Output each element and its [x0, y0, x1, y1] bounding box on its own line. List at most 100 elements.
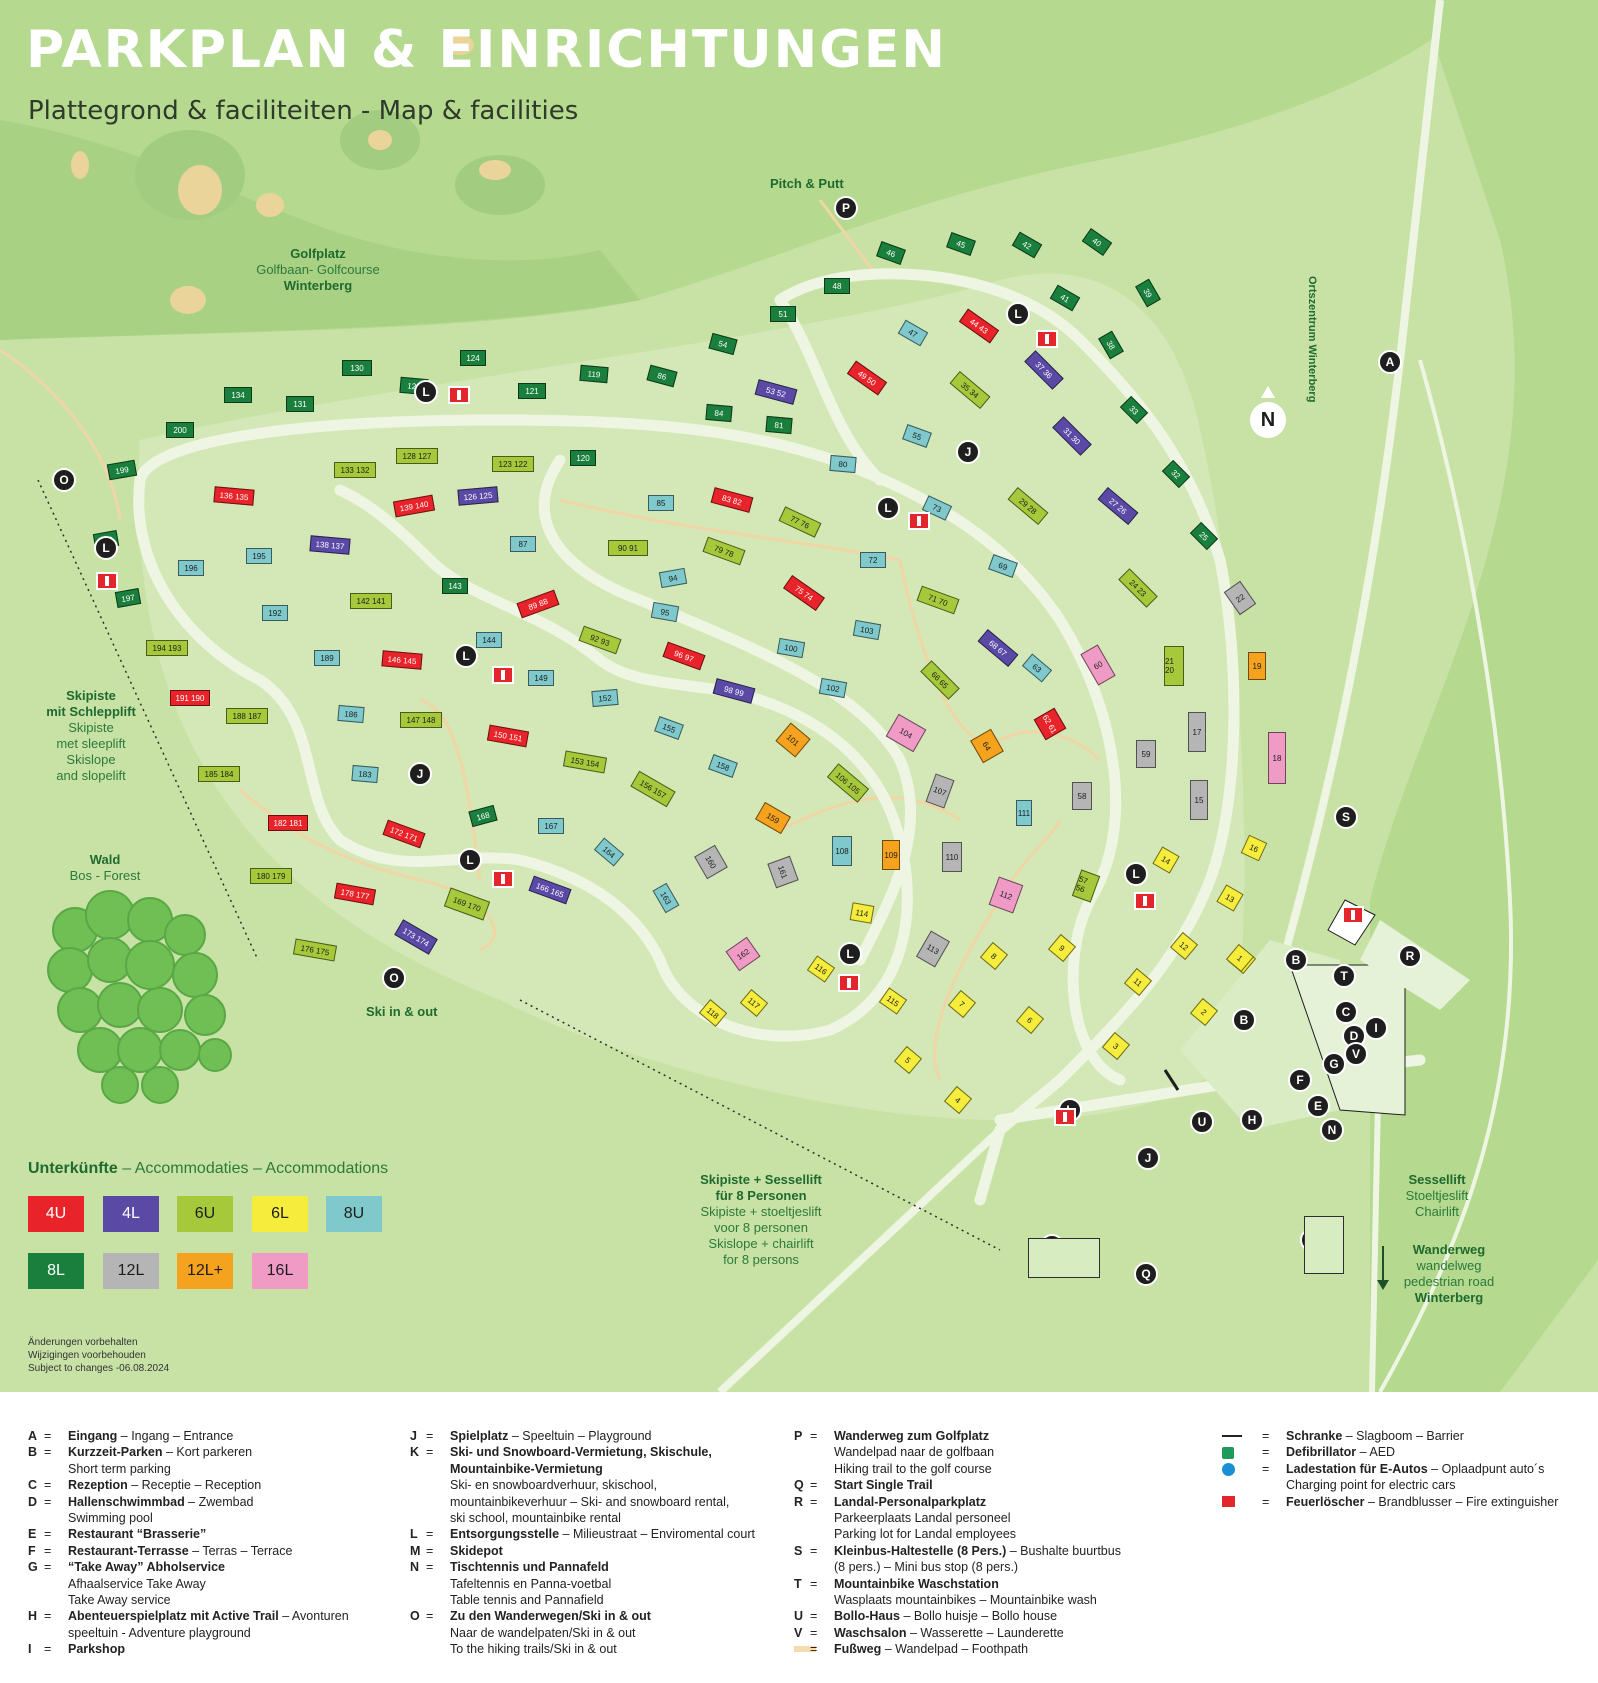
legend-text: Eingang – Ingang – Entrance [68, 1429, 234, 1443]
legend-key: I [28, 1642, 32, 1657]
legend-row: U=Bollo-Haus – Bollo huisje – Bollo hous… [794, 1608, 1154, 1624]
cabin-149: 149 [528, 670, 554, 686]
facility-marker-h: H [1240, 1108, 1264, 1132]
legend-key: M [410, 1543, 421, 1558]
legend-key: S [794, 1543, 803, 1558]
legend-text: Mountainbike Waschstation [834, 1576, 999, 1591]
facility-marker-l: L [838, 942, 862, 966]
facility-marker-p: P [834, 196, 858, 220]
legend-text: Tischtennis und Pannafeld [450, 1560, 609, 1575]
legend-row: ·=Ski- en snowboardverhuur, skischool, [410, 1477, 770, 1493]
legend-row: ·=Naar de wandelpaten/Ski in & out [410, 1625, 770, 1641]
legend-text: Short term parking [68, 1461, 171, 1476]
ski-rental-building [1028, 1238, 1100, 1278]
legend-key: H [28, 1609, 38, 1624]
cabin-189: 189 [314, 650, 340, 666]
facility-marker-q: Q [1134, 1262, 1158, 1286]
legend-text: “Take Away” Abholservice [68, 1560, 226, 1575]
barrier-icon [1222, 1428, 1262, 1444]
cabin-152: 152 [591, 688, 619, 708]
legend-row: D=Hallenschwimmbad – Zwembad [28, 1494, 388, 1510]
legend-equals: = [44, 1609, 52, 1624]
fire-extinguisher-icon [96, 572, 118, 590]
cabin-109: 109 [882, 840, 900, 870]
legend-equals: = [426, 1560, 434, 1575]
legend-text: Waschsalon – Wasserette – Launderette [834, 1625, 1064, 1640]
legend-text: Ski- en snowboardverhuur, skischool, [450, 1478, 658, 1493]
legend-equals: = [426, 1445, 434, 1460]
legend-row: H=Abenteuerspielplatz mit Active Trail –… [28, 1608, 388, 1624]
legend-row: =Ladestation für E-Autos – Oplaadpunt au… [1222, 1461, 1598, 1477]
facility-marker-b: B [1232, 1008, 1256, 1032]
legend-equals: = [1262, 1429, 1270, 1443]
legend-row: ·=Parkeerplaats Landal personeel [794, 1510, 1154, 1526]
legend-row: ·=Wasplaats mountainbikes – Mountainbike… [794, 1592, 1154, 1608]
legend-text: Rezeption – Receptie – Reception [68, 1478, 262, 1493]
legend-equals: = [810, 1642, 818, 1657]
facility-marker-l: L [94, 536, 118, 560]
legend-text: Wandelpad naar de golfbaan [834, 1445, 995, 1460]
legend-text: Feuerlöscher – Brandblusser – Fire extin… [1286, 1494, 1559, 1509]
cabin-87: 87 [510, 536, 536, 552]
legend-equals: = [426, 1543, 434, 1558]
cabin-128-127: 128 127 [396, 448, 438, 464]
legend-row: ·=Swimming pool [28, 1510, 388, 1526]
cabin-133-132: 133 132 [334, 462, 376, 478]
legend-text: Kurzzeit-Parken – Kort parkeren [68, 1445, 253, 1460]
cabin-58: 58 [1072, 782, 1092, 810]
facility-marker-s: S [1334, 805, 1358, 829]
legend-row: ·=Table tennis and Pannafield [410, 1592, 770, 1608]
cabin-131: 131 [286, 396, 314, 412]
cabin-121: 121 [518, 383, 546, 399]
legend-swatch-4l: 4L [103, 1196, 159, 1232]
legend-text: mountainbikeverhuur – Ski- and snowboard… [450, 1494, 730, 1509]
legend-row: T=Mountainbike Waschstation [794, 1576, 1154, 1592]
legend-row: Q=Start Single Trail [794, 1477, 1154, 1493]
legend-row: L=Entsorgungsstelle – Milieustraat – Env… [410, 1526, 770, 1542]
cabin-80: 80 [829, 454, 857, 474]
legend-row: C=Rezeption – Receptie – Reception [28, 1477, 388, 1493]
facility-marker-b: B [1284, 948, 1308, 972]
legend-equals: = [810, 1494, 818, 1509]
legend-swatch-16l: 16L [252, 1253, 308, 1289]
legend-text: Afhaalservice Take Away [68, 1576, 206, 1591]
cabin-144: 144 [476, 632, 502, 648]
legend-row: M = Skidepot [410, 1543, 770, 1559]
legend-row: =Feuerlöscher – Brandblusser – Fire exti… [1222, 1494, 1598, 1510]
arrow-down-icon [1382, 1246, 1384, 1282]
legend-row: =Schranke – Slagboom – Barrier [1222, 1428, 1598, 1444]
legend-row: P=Wanderweg zum Golfplatz [794, 1428, 1154, 1444]
legend-key: R [794, 1494, 804, 1509]
cabin-192: 192 [262, 605, 288, 621]
facility-marker-e: E [1306, 1094, 1330, 1118]
legend-text: Naar de wandelpaten/Ski in & out [450, 1625, 636, 1640]
legend-row: A=Eingang – Ingang – Entrance [28, 1428, 388, 1444]
legend-key: N [410, 1560, 420, 1575]
legend-equals: = [810, 1429, 818, 1443]
legend-text: Restaurant-Terrasse – Terras – Terrace [68, 1543, 293, 1558]
cabin-59: 59 [1136, 740, 1156, 768]
legend-row: ·=Take Away service [28, 1592, 388, 1608]
legend-text: Defibrillator – AED [1286, 1445, 1396, 1460]
legend-text: Mountainbike-Vermietung [450, 1461, 603, 1476]
legend-row: ·=Tafeltennis en Panna-voetbal [410, 1576, 770, 1592]
legend-text: Hallenschwimmbad – Zwembad [68, 1494, 254, 1509]
cabin-124: 124 [460, 350, 486, 366]
legend-equals: = [426, 1429, 434, 1443]
north-indicator: N [1250, 402, 1286, 438]
ev-charging-icon [1222, 1461, 1262, 1477]
cabin-185-184: 185 184 [198, 766, 240, 782]
cabin-196: 196 [178, 560, 204, 576]
legend-row: ·=Parking lot for Landal employees [794, 1526, 1154, 1542]
legend-row: ·=(8 pers.) – Mini bus stop (8 pers.) [794, 1559, 1154, 1575]
legend-row: ·=Wandelpad naar de golfbaan [794, 1444, 1154, 1460]
legend-equals [1262, 1477, 1286, 1493]
legend-text: Hiking trail to the golf course [834, 1461, 992, 1476]
cabin-194-193: 194 193 [146, 640, 188, 656]
legend-text: Skidepot [450, 1543, 503, 1558]
facility-marker-f: F [1288, 1068, 1312, 1092]
